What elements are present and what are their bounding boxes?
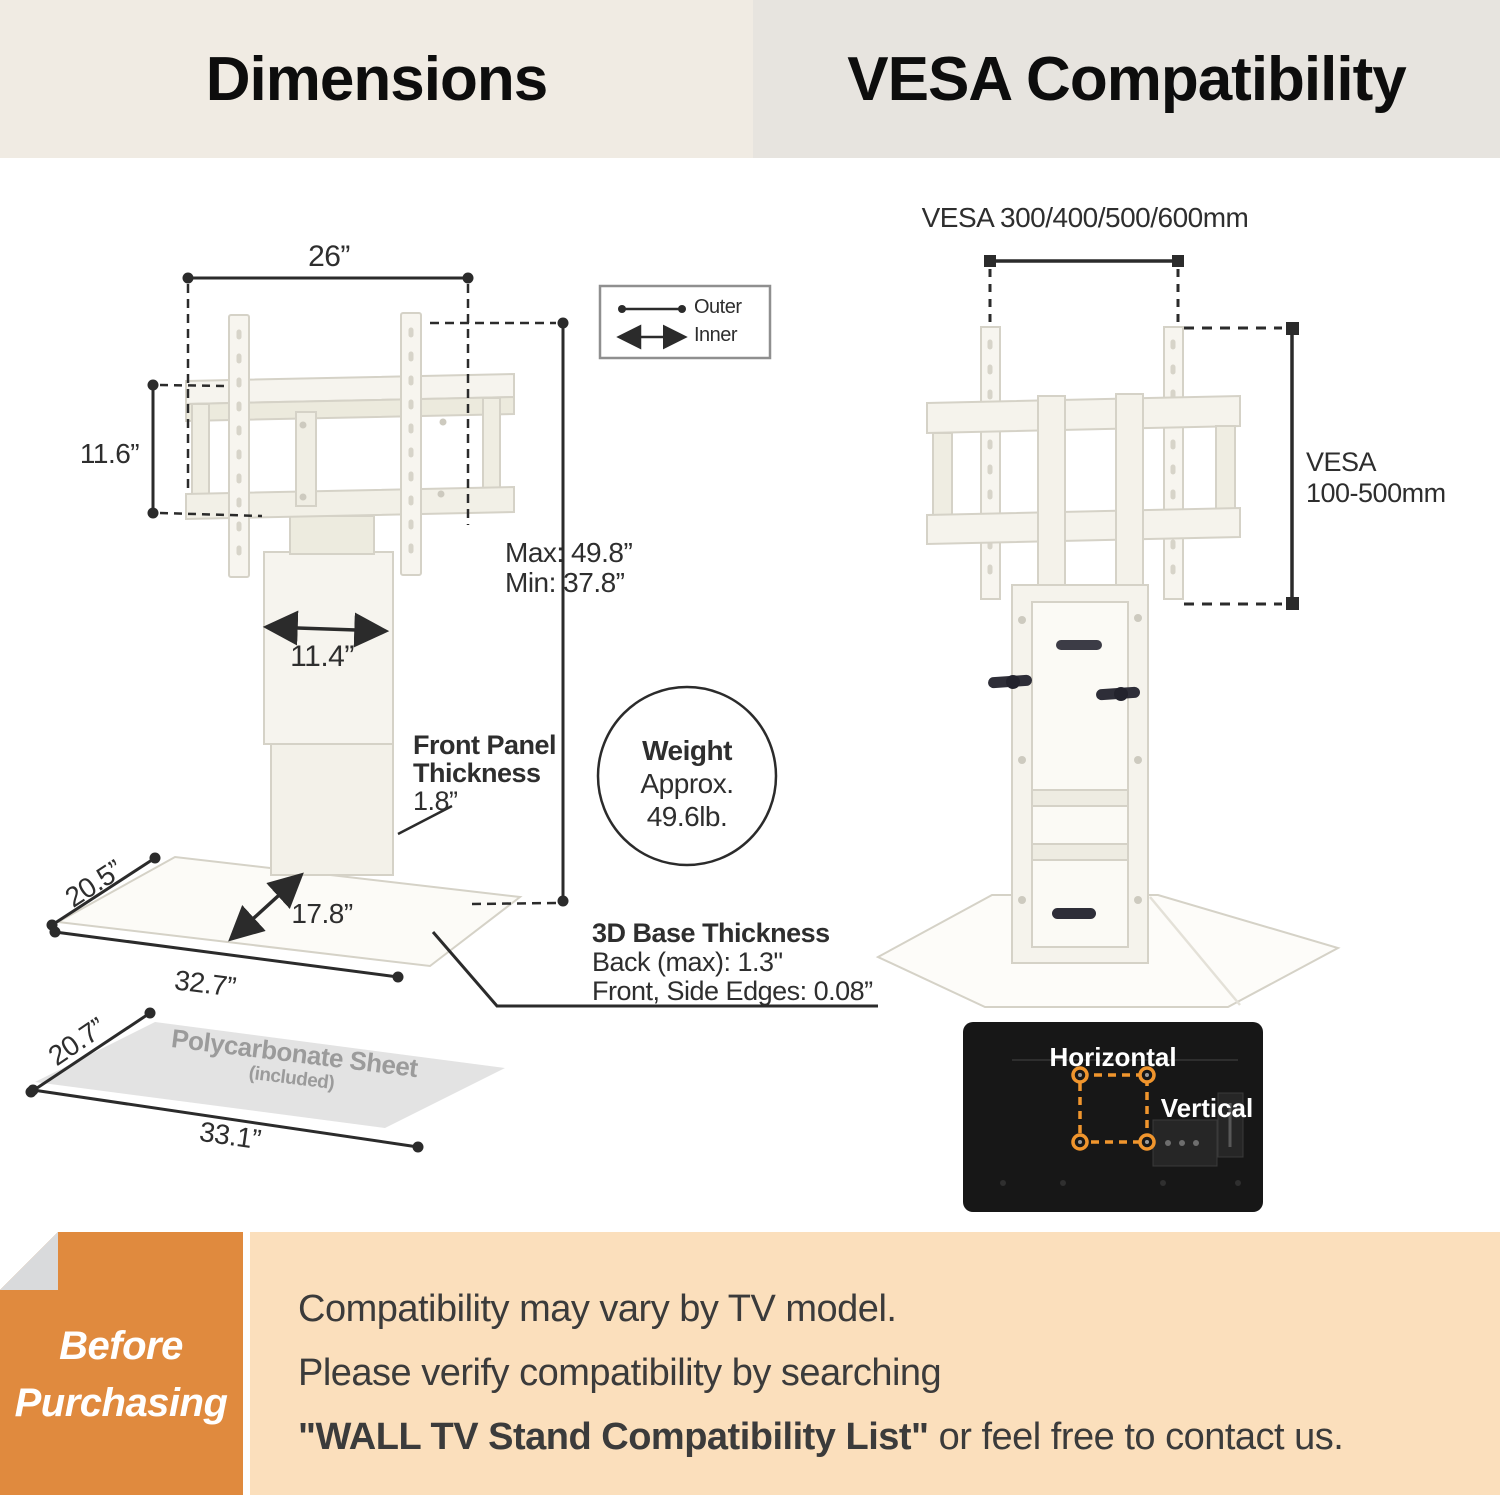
notice-band [250,1232,1500,1495]
weight-text: Weight Approx. 49.6lb. [597,734,777,833]
dim-column-width: 11.4” [290,640,354,673]
front-panel-value: 1.8” [413,786,458,816]
adjustment-knob-left [988,674,1032,689]
dim-height-min: Min: 37.8” [505,567,625,598]
stand-column-lower [270,741,394,876]
notice-line2: Please verify compatibility by searching [298,1352,942,1394]
dim-height-max: Max: 49.8” [505,537,633,568]
horizontal-label: Horizontal [1049,1042,1177,1072]
dim-sheet-width: 33.1” [197,1115,263,1156]
base-thickness-back: Back (max): 1.3" [592,947,783,977]
rear-column [1011,584,1149,964]
badge-line2: Purchasing [14,1381,228,1425]
badge-line1: Before [59,1324,183,1368]
front-panel-line1: Front Panel [413,730,557,760]
stand-rear-drawing [875,326,1341,1008]
legend-outer-label: Outer [694,296,742,318]
notice-line3-rest: or feel free to contact us. [928,1416,1344,1458]
notice-line1: Compatibility may vary by TV model. [298,1288,897,1330]
vertical-label: Vertical [1160,1093,1254,1123]
vesa-pattern-square [1078,1073,1149,1144]
adjustment-knob-right [1096,686,1140,701]
vesa-title: VESA Compatibility [847,44,1406,114]
weight-approx: Approx. [640,768,735,799]
rear-base [875,894,1341,1008]
dimensions-header: Dimensions [0,0,753,158]
dim-sheet-depth: 20.7” [42,1011,111,1072]
dimension-lines-left [46,272,878,1008]
dim-base-width: 32.7” [172,964,238,1003]
vesa-side-line1: VESA [1306,447,1377,477]
weight-value: 49.6lb. [646,801,728,832]
front-panel-callout: Front Panel Thickness 1.8” [413,730,557,816]
front-panel-line2: Thickness [413,758,541,788]
badge-folded-corner [0,1232,58,1290]
legend-inner-label: Inner [694,324,738,346]
dimension-lines-right [984,255,1299,610]
vesa-header: VESA Compatibility [753,0,1500,158]
dim-base-diagonal: 17.8” [291,898,353,929]
dim-base-depth: 20.5” [59,853,128,914]
base-handle [1052,908,1096,919]
column-handle [1056,640,1102,650]
polycarbonate-label: Polycarbonate Sheet (included) [146,1023,440,1110]
vesa-strip-right [400,312,422,576]
vesa-strip-left [228,314,250,578]
tv-port-block [1152,1119,1218,1167]
notice-line3-quoted: "WALL TV Stand Compatibility List" [298,1416,929,1458]
dimensions-title: Dimensions [205,44,548,114]
dim-bracket-height: 11.6” [79,438,140,469]
notice-line3: "WALL TV Stand Compatibility List" or fe… [298,1416,1344,1459]
vesa-top-label: VESA 300/400/500/600mm [921,202,1249,233]
dim-height-range: Max: 49.8” Min: 37.8” [505,537,633,598]
vesa-side-line2: 100-500mm [1306,478,1446,508]
base-thickness-callout: 3D Base Thickness Back (max): 1.3" Front… [592,919,873,1006]
weight-title: Weight [642,735,732,766]
base-thickness-title: 3D Base Thickness [592,918,830,948]
base-thickness-front: Front, Side Edges: 0.08” [592,976,873,1006]
badge-text: Before Purchasing [0,1318,242,1432]
dim-top-width: 26” [308,240,350,273]
vesa-side-label: VESA 100-500mm [1306,447,1446,509]
